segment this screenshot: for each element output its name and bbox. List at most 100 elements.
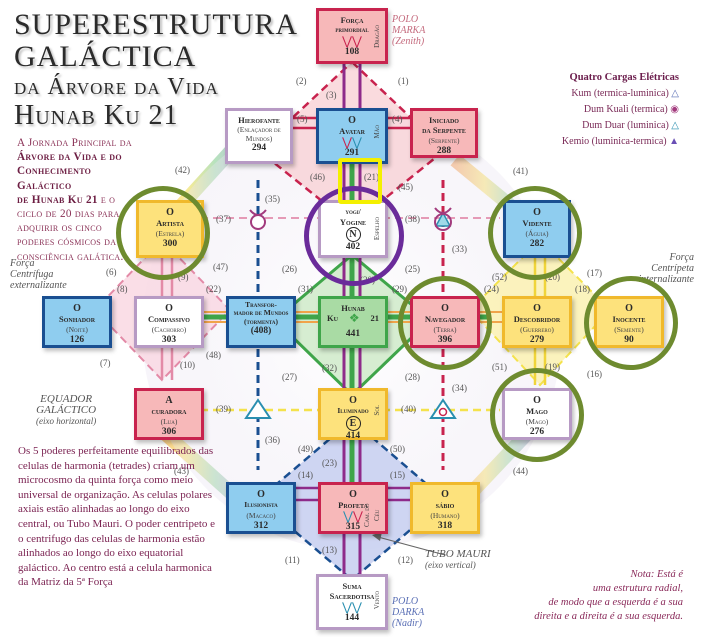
nota-line: uma estrutura radial, [592,583,683,594]
path-label: (45) [398,182,413,192]
path-label: (22) [206,284,221,294]
legend-item-dum-duar: Dum Duar (luminica) △ [562,118,679,134]
node-label: mador de Mundos [233,308,289,317]
node-label: Hunab [341,303,365,313]
body-text: Os 5 poderes perfeitamente equilibrados … [18,445,216,589]
node-curadora[interactable]: A curadora (Lua) 306 [134,388,204,440]
intro-part-5: e o ciclo de 20 dias para adquirir os ci… [17,193,124,263]
polo-marka-label: POLO MARKA (Zenith) [392,14,425,47]
polo-darka-line: DARKA [392,607,425,618]
node-descobridor[interactable]: O Descobridor (Guerrero) 279 [502,296,572,348]
node-number: 306 [161,427,177,437]
legend-label: Dum Duar (luminica) [582,120,669,131]
highlight-box-path-21 [338,158,382,204]
kum-symbol [434,207,452,231]
node-label: da Serpente [422,125,466,135]
annotation-line: Força [669,252,694,263]
node-hierofante[interactable]: Hierofante (Enlaçador de Mundos) 294 [225,108,293,164]
node-iniciado-da-serpente[interactable]: Iniciado da Serpente (Serpente) 288 [410,108,478,158]
node-side-label: Vento [373,591,381,610]
node-label: A [165,395,173,406]
equador-galactico-label: EQUADOR GALÁCTICO (eixo horizontal) [36,394,96,427]
node-iluminado[interactable]: O Iluminado E 414 Sol [318,388,388,441]
intro-part-2: Árvore da Vida e do [17,151,122,164]
node-forca-primordial[interactable]: Força primordial ⋁⋁ 108 Dragão [316,8,388,64]
node-sub: (Serpente) [428,136,460,145]
annotation-line: Força [10,258,35,269]
annotation-line: (eixo horizontal) [36,416,97,426]
node-side-label: Sol [373,405,381,416]
path-label: (20) [545,272,560,282]
legend-label: Dum Kuali (termica) [583,104,668,115]
intro-part-1: A Jornada Principal da [17,137,132,149]
dum-duar-symbol [244,398,272,419]
polo-darka-line: (Nadir) [392,618,422,629]
kemio-icon: ▲ [669,136,679,147]
node-ilusionista[interactable]: O Ilusionista (Macaco) 312 [226,482,296,534]
path-label: (28) [405,372,420,382]
path-label: (6) [106,267,117,277]
path-label: (21) [364,172,379,182]
node-label: Suma [342,581,362,591]
path-label: (26) [282,264,297,274]
node-label: O [165,303,173,314]
title-line-2: GALÁCTICA [14,40,197,73]
node-label: primordial [335,25,369,34]
node-compassivo[interactable]: O Compassivo (Cachorro) 303 [134,296,204,348]
node-sub: (tormenta) [244,317,278,326]
hunab-ku-glyph-icon: ❖ [348,311,360,325]
path-label: (18) [575,284,590,294]
path-label: (27) [282,372,297,382]
node-number: 144 [344,613,360,623]
annotation-line: Centrífuga [10,269,54,280]
path-label: (41) [513,166,528,176]
path-label: (39) [216,404,231,414]
path-label: (32) [322,363,337,373]
dum-kuali-icon: ◉ [670,104,679,115]
vv-glyph-icon: ⋁⋁ [343,509,363,523]
dum-kuali-symbol [249,209,267,230]
node-sub: (Noite) [66,325,88,334]
tubo-arrow-head [372,532,382,541]
path-label: (37) [216,214,231,224]
node-sonhador[interactable]: O Sonhador (Noite) 126 [42,296,112,348]
legend-label: Kum (termica-luminica) [571,88,669,99]
nota-line: Nota: Está é [630,569,684,580]
nota-line: de modo que a esquerda é a sua [548,597,683,608]
path-label: (29) [392,284,407,294]
path-label: (52) [492,272,507,282]
node-number: 441 [345,329,361,339]
path-label: (3) [326,90,337,100]
node-transformador-de-mundos[interactable]: Transfor- mador de Mundos (tormenta) (40… [226,296,296,348]
path-label: (15) [390,470,405,480]
node-suma-sacerdotisa[interactable]: Suma Sacerdotisa ⋁⋁ 144 Vento [316,574,388,630]
path-label: (50) [390,444,405,454]
vv-glyph-icon: ⋁⋁ [342,600,362,614]
path-label: (33) [452,244,467,254]
path-label: (48) [206,350,221,360]
node-number: 126 [69,335,85,345]
node-label: Transfor- [245,300,277,309]
node-label: Iniciado [429,115,459,125]
path-label: (14) [298,470,313,480]
kum-icon: △ [671,88,679,99]
path-label: (2) [296,76,307,86]
node-sabio[interactable]: O sábio (Humano) 318 [410,482,480,534]
node-label: O [257,489,265,500]
annotation-line: Centrípeta [651,263,694,274]
nota-line: direita e a direita é a sua esquerda. [534,611,683,622]
legend-item-kemio: Kemio (luminica-termica) ▲ [562,134,679,150]
highlight-circle-inocente [584,276,678,370]
path-label: (34) [452,383,467,393]
node-label: O [349,489,357,500]
node-number: 294 [251,143,267,153]
node-number: 279 [529,335,545,345]
node-avatar[interactable]: O Avatar ⋁⋁ 291 Mão [316,108,388,164]
forca-centripeta-label: Força Centrípeta internalizante [612,252,694,285]
node-hunab-ku[interactable]: Hunab Ku❖21 441 [318,296,388,348]
node-number: 312 [253,521,269,531]
path-label: (40) [401,404,416,414]
highlight-circle-vidente [488,186,582,280]
node-profeta[interactable]: O Profeta ⋁⋁ 315 Cam. do Céu [318,482,388,534]
node-label: Sacerdotisa [329,591,375,601]
